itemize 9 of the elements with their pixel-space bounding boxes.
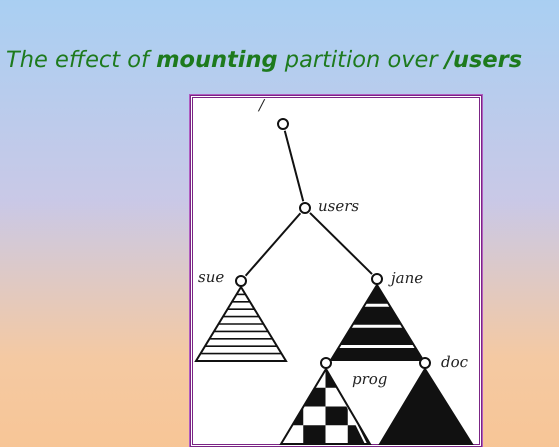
tree-branch-line (284, 130, 304, 202)
tree-branch-line (309, 212, 373, 275)
node-label: / (259, 98, 264, 113)
node-label: sue (198, 270, 224, 285)
node-label: users (318, 199, 360, 214)
node-label: doc (441, 355, 468, 370)
slide-title: The effect of mounting partition over /users (6, 47, 522, 73)
node-label: prog (352, 372, 388, 387)
tree-branch-line (244, 212, 302, 276)
